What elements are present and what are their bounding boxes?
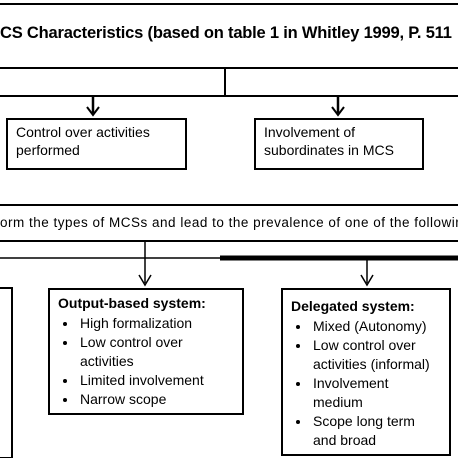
arrow-output-head (138, 274, 152, 287)
arrow-right-head (331, 106, 345, 117)
list-item: Involvement medium (311, 374, 441, 412)
arrow-left-head (86, 106, 100, 117)
list-item: High formalization (78, 314, 234, 333)
delegated-list: Mixed (Autonomy) Low control over activi… (291, 317, 441, 450)
output-based-box: Output-based system: High formalization … (48, 288, 244, 415)
diagram-title: CS Characteristics (based on table 1 in … (0, 24, 452, 42)
output-based-list: High formalization Low control over acti… (58, 314, 234, 409)
list-item: Low control over activities (informal) (311, 336, 441, 374)
involvement-box: Involvement of subordinates in MCS (254, 118, 424, 170)
output-based-title: Output-based system: (58, 295, 206, 311)
involvement-label: Involvement of subordinates in MCS (264, 124, 394, 158)
list-item: Scope long term and broad (311, 412, 441, 450)
delegated-box: Delegated system: Mixed (Autonomy) Low c… (281, 288, 451, 456)
list-item: Limited involvement (78, 371, 234, 390)
control-box: Control over activities performed (6, 118, 187, 170)
band-frame (0, 204, 458, 242)
list-item: Narrow scope (78, 390, 234, 409)
control-label: Control over activities performed (16, 124, 150, 158)
list-item: Low control over activities (78, 333, 234, 371)
band-text: orm the types of MCSs and lead to the pr… (0, 215, 458, 230)
left-partial-box (0, 287, 13, 458)
header-box (0, 67, 458, 97)
arrow-delegated-head (360, 274, 374, 287)
delegated-title: Delegated system: (291, 298, 415, 314)
list-item: Mixed (Autonomy) (311, 317, 441, 336)
